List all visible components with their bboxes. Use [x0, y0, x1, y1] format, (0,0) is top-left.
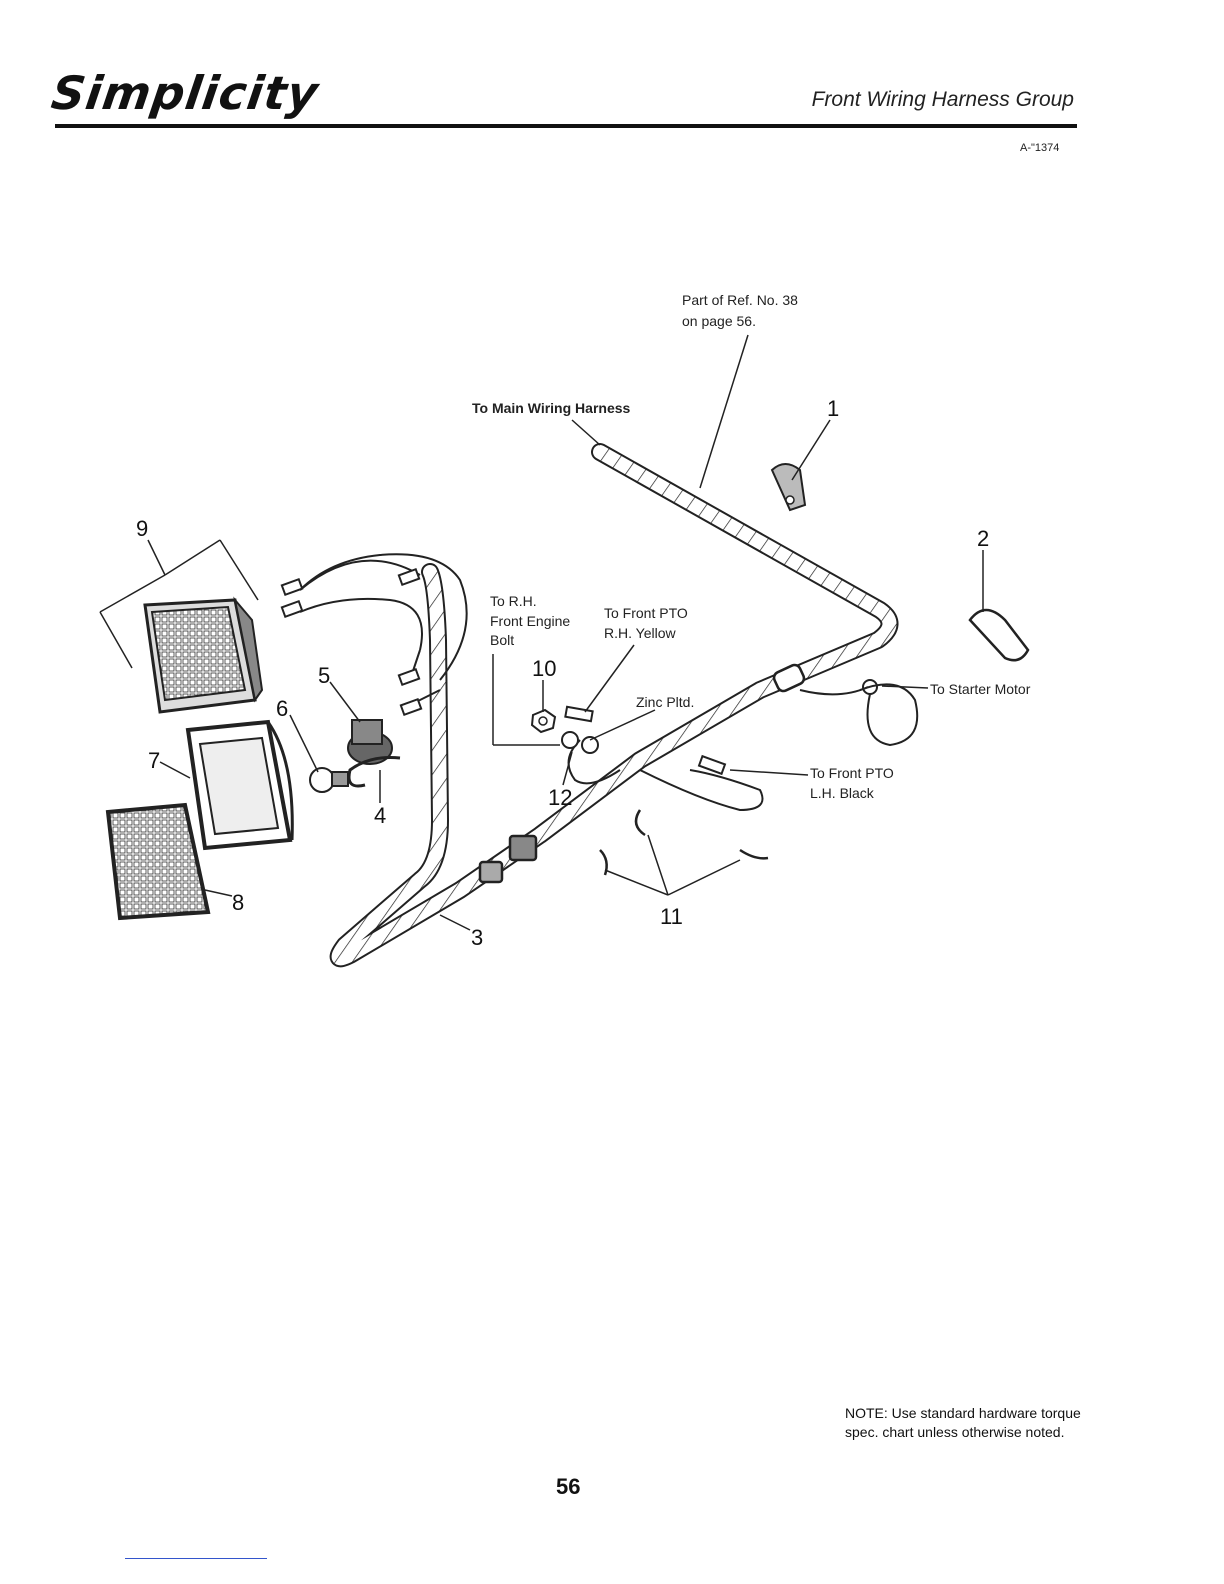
footer-rule	[125, 1558, 267, 1559]
ref-number-6: 6	[276, 696, 288, 721]
page-title: Front Wiring Harness Group	[811, 88, 1074, 111]
callout-pto-lh-1: To Front PTO	[810, 765, 894, 781]
ref-number-10: 10	[532, 656, 556, 681]
grommets	[478, 663, 806, 884]
ref-number-4: 4	[374, 803, 386, 828]
callout-rh-bolt-1: To R.H.	[490, 593, 537, 609]
leader-lines	[99, 334, 984, 931]
callout-pto-rh-2: R.H. Yellow	[604, 625, 676, 641]
headlamp-assembly-9	[143, 596, 264, 714]
header-rule	[55, 124, 1077, 128]
clips-11	[599, 809, 769, 876]
ref-number-3: 3	[471, 925, 483, 950]
callout-pto-lh-2: L.H. Black	[810, 785, 875, 801]
callout-part-ref-1: Part of Ref. No. 38	[682, 292, 798, 308]
ref-number-12: 12	[548, 785, 572, 810]
callout-zinc: Zinc Pltd.	[636, 694, 694, 710]
harness-sheath	[329, 443, 899, 968]
ref-number-7: 7	[148, 748, 160, 773]
pto-leads	[564, 705, 764, 812]
bulb-6	[309, 767, 349, 793]
lamp-socket-5	[347, 719, 393, 765]
ref-number-9: 9	[136, 516, 148, 541]
ref-number-11: 11	[660, 904, 683, 929]
clamp-1	[770, 463, 807, 512]
callout-starter: To Starter Motor	[930, 681, 1031, 697]
callout-part-ref-2: on page 56.	[682, 313, 756, 329]
starter-lead	[799, 679, 919, 747]
callout-pto-rh-1: To Front PTO	[604, 605, 688, 621]
pigtail-4	[347, 756, 401, 788]
ref-number-5: 5	[318, 663, 330, 688]
callout-rh-bolt-2: Front Engine	[490, 613, 570, 629]
nut-10	[530, 708, 557, 734]
document-number: A-"1374	[1020, 142, 1060, 154]
callout-main-harness: To Main Wiring Harness	[472, 400, 631, 416]
ref-number-8: 8	[232, 890, 244, 915]
wire-terminals	[280, 567, 423, 717]
ring-terminals-12	[561, 731, 599, 754]
ref-number-1: 1	[827, 396, 839, 421]
page-number: 56	[556, 1474, 581, 1499]
lamp-housing-7	[185, 719, 294, 851]
callout-rh-bolt-3: Bolt	[490, 632, 514, 648]
lamp-lens-8	[105, 802, 211, 921]
torque-note: NOTE: Use standard hardware torque spec.…	[845, 1405, 1081, 1440]
boot-2	[968, 608, 1030, 662]
ref-number-2: 2	[977, 526, 989, 551]
